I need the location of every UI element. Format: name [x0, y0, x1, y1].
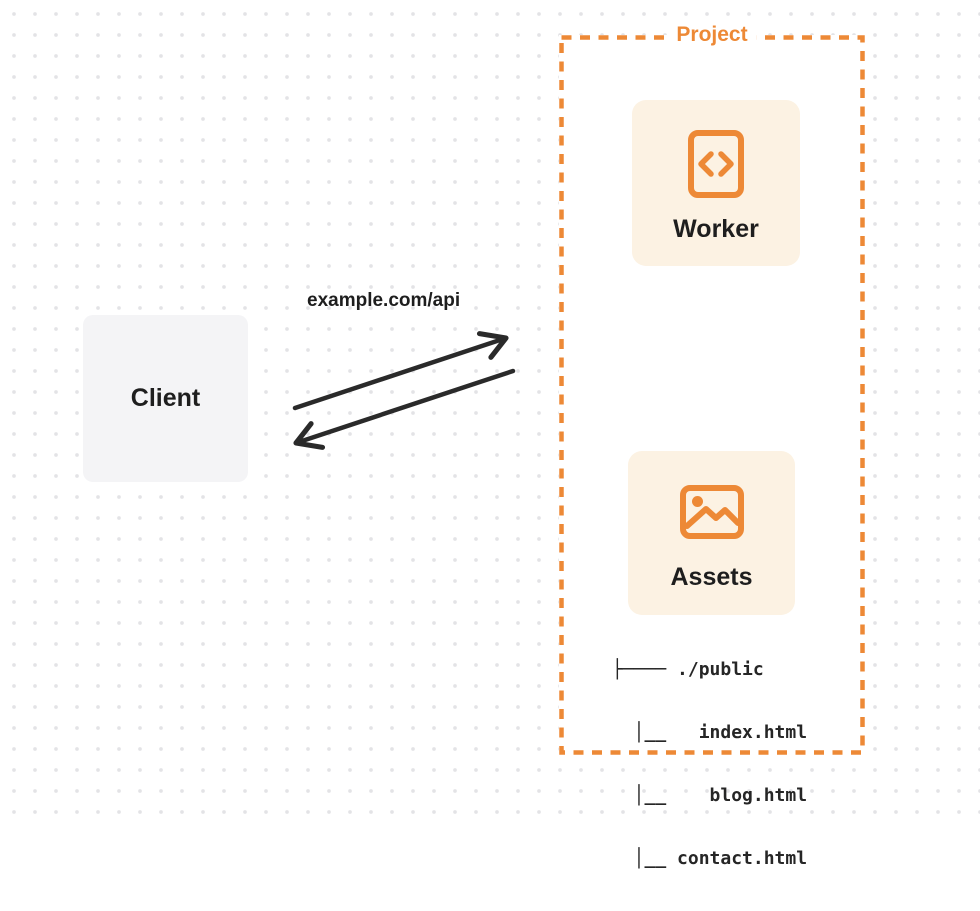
assets-label: Assets	[670, 563, 753, 591]
image-landscape-icon	[679, 485, 744, 539]
file-tree-line: │__ blog.html	[612, 785, 808, 806]
file-tree-line: │__ contact.html	[612, 848, 808, 869]
response-arrow	[293, 368, 516, 450]
client-label: Client	[130, 384, 201, 412]
diagram-canvas: Client example.com/api Project Worker As…	[0, 0, 980, 869]
file-tree-line: ├──── ./public	[612, 659, 764, 680]
worker-node: Worker	[632, 100, 800, 266]
assets-file-tree: ├──── ./public │__ index.html │__ blog.h…	[612, 617, 807, 911]
assets-node: Assets	[628, 451, 795, 615]
request-arrow	[292, 331, 509, 411]
project-label: Project	[667, 20, 757, 50]
request-url-label: example.com/api	[307, 290, 461, 311]
client-node: Client	[83, 315, 248, 482]
project-container: Project Worker Assets ├──── ./public │__…	[559, 20, 865, 869]
worker-label: Worker	[673, 215, 759, 243]
file-tree-line: │__ index.html	[612, 722, 808, 743]
code-document-icon	[688, 130, 744, 198]
